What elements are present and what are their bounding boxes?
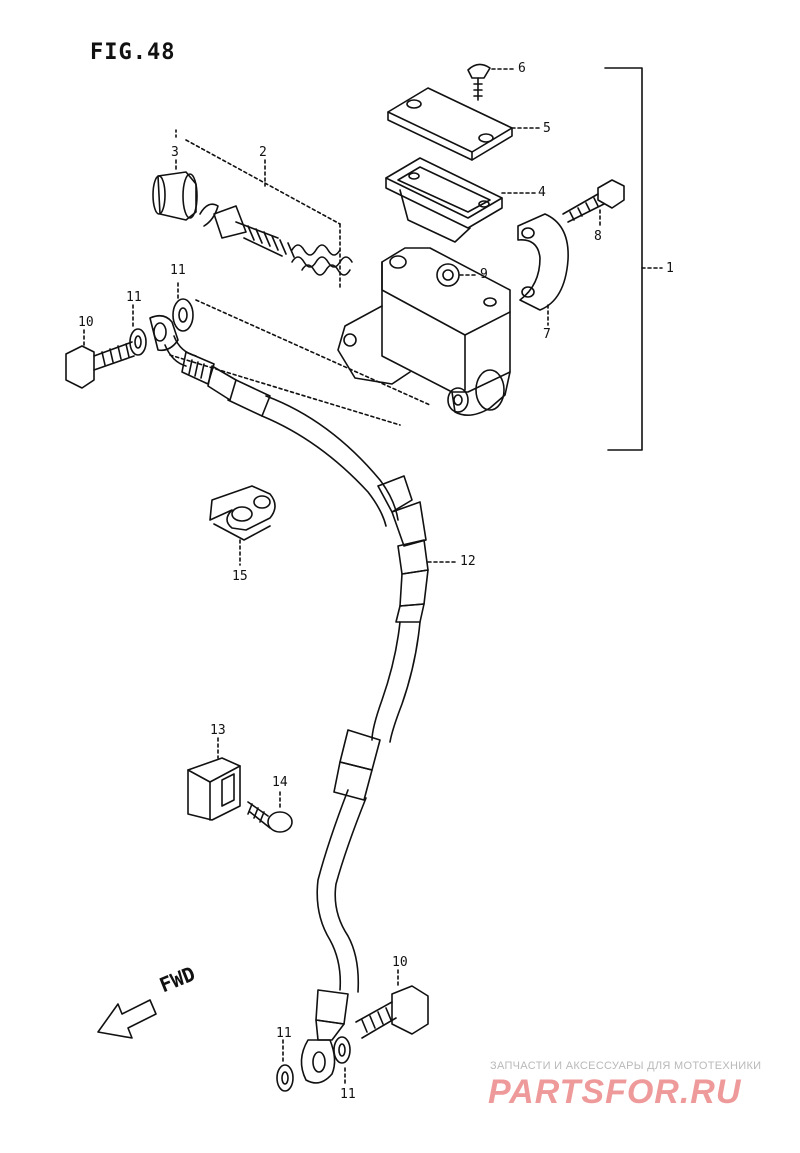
callout-7: 7 [543, 327, 551, 342]
part-14-screw [247, 791, 293, 833]
part-12-brake-hose [164, 335, 456, 1084]
part-2-piston-assembly [185, 139, 353, 291]
callout-12: 12 [460, 554, 476, 569]
part-4-diaphragm [385, 157, 536, 243]
watermark-tagline: ЗАПЧАСТИ И АКСЕССУАРЫ ДЛЯ МОТОТЕХНИКИ [490, 1060, 762, 1072]
callout-13: 13 [210, 723, 226, 738]
watermark-logo[interactable]: PARTSFOR.RU [488, 1073, 742, 1111]
part-8-bolt [562, 179, 625, 229]
callout-1: 1 [666, 261, 674, 276]
callout-10-lower: 10 [392, 955, 408, 970]
callout-15: 15 [232, 569, 248, 584]
part-6-screw [467, 63, 516, 101]
callout-6: 6 [518, 61, 526, 76]
part-3-boot [152, 159, 198, 221]
callout-9: 9 [480, 267, 488, 282]
upper-banjo-fitting [65, 282, 431, 426]
callout-10-upper: 10 [78, 315, 94, 330]
callout-2: 2 [259, 145, 267, 160]
part-5-cap [387, 87, 541, 161]
callout-8: 8 [594, 229, 602, 244]
part-7-clamp [517, 213, 569, 326]
callout-4: 4 [538, 185, 546, 200]
callout-3: 3 [171, 145, 179, 160]
callout-11-lower-left: 11 [276, 1026, 292, 1041]
part-15-hose-clip [209, 485, 276, 566]
assembly-bracket [604, 67, 663, 451]
lower-banjo-fitting [276, 969, 429, 1092]
callout-11-upper-left: 11 [126, 290, 142, 305]
part-13-clamp [187, 737, 241, 821]
callout-11-upper-right: 11 [170, 263, 186, 278]
figure-title: FIG.48 [90, 40, 176, 65]
callout-5: 5 [543, 121, 551, 136]
callout-11-lower-right: 11 [340, 1087, 356, 1102]
callout-14: 14 [272, 775, 288, 790]
master-cylinder-body [337, 247, 511, 416]
forward-arrow [97, 999, 157, 1039]
